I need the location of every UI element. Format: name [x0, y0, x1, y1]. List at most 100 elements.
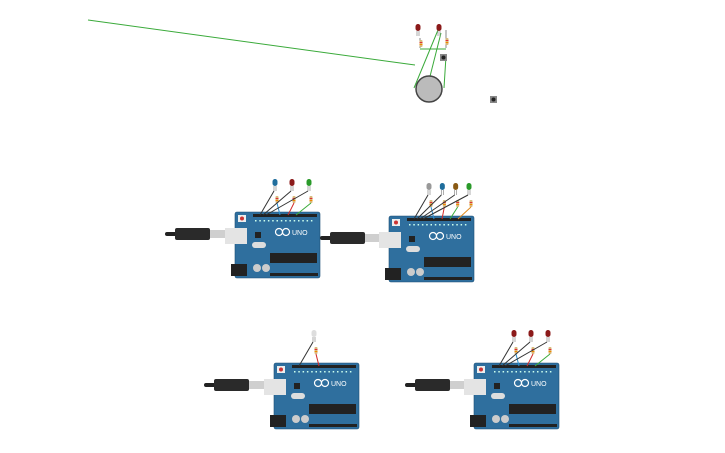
led[interactable]	[436, 24, 442, 36]
resistor[interactable]	[309, 196, 313, 203]
power-header	[424, 277, 472, 280]
resistor-band	[429, 202, 433, 203]
power-jack	[385, 268, 401, 280]
usb-cable[interactable]	[165, 228, 235, 240]
wire[interactable]	[419, 194, 455, 220]
resistor[interactable]	[314, 347, 318, 354]
board-pcb	[473, 362, 560, 430]
led[interactable]	[311, 330, 317, 342]
pin-label	[434, 224, 437, 226]
wire[interactable]	[413, 194, 429, 220]
resistor-band	[514, 351, 518, 352]
pin-label	[545, 371, 548, 373]
pin-label	[315, 371, 317, 373]
resistor[interactable]	[445, 38, 449, 45]
cable	[204, 383, 216, 387]
resistor-body	[314, 347, 318, 354]
resistor[interactable]	[456, 200, 460, 207]
arduino-uno-board[interactable]: UNO	[464, 362, 560, 430]
arduino-logo	[435, 231, 445, 241]
led-body	[289, 179, 295, 186]
resistor[interactable]	[548, 347, 552, 354]
resistor-body	[419, 40, 423, 47]
usb-cable[interactable]	[204, 379, 274, 391]
led[interactable]	[415, 24, 421, 36]
pin-label	[285, 220, 287, 222]
arduino-circuit-4[interactable]: UNO	[405, 330, 560, 430]
pin-label	[280, 220, 283, 222]
led-body	[466, 183, 472, 190]
pushbutton-icon	[491, 97, 496, 102]
usb-cable[interactable]	[320, 232, 389, 244]
pin-label	[549, 371, 552, 373]
resistor-band	[275, 200, 279, 201]
resistor[interactable]	[419, 40, 423, 47]
wire[interactable]	[422, 194, 469, 220]
pin-label	[511, 371, 513, 373]
reset-icon	[240, 216, 244, 221]
led[interactable]	[426, 183, 432, 195]
usb-cable[interactable]	[405, 379, 474, 391]
wire[interactable]	[534, 353, 551, 367]
resistor-band	[419, 44, 423, 45]
wire[interactable]	[501, 341, 531, 367]
resistor-band	[275, 198, 279, 199]
led[interactable]	[511, 330, 517, 342]
wire[interactable]	[526, 353, 534, 367]
power-header	[309, 424, 357, 427]
usb-plug	[415, 379, 450, 391]
chip	[294, 383, 300, 389]
led[interactable]	[453, 183, 459, 195]
led[interactable]	[439, 183, 445, 195]
wire[interactable]	[276, 202, 281, 216]
wire[interactable]	[443, 55, 447, 89]
pin-label	[452, 224, 454, 226]
pin-label	[430, 224, 432, 226]
led[interactable]	[272, 179, 278, 191]
led[interactable]	[528, 330, 534, 342]
arduino-uno-board[interactable]: UNO	[264, 362, 360, 430]
wire[interactable]	[87, 19, 416, 66]
led[interactable]	[289, 179, 295, 191]
resistor[interactable]	[514, 347, 518, 354]
coin-battery[interactable]	[415, 75, 443, 103]
led[interactable]	[545, 330, 551, 342]
resistor[interactable]	[469, 200, 473, 207]
wire[interactable]	[295, 202, 312, 216]
coin-battery-circuit[interactable]	[87, 19, 449, 103]
power-jack	[270, 415, 286, 427]
wire[interactable]	[265, 190, 309, 216]
pin-label	[298, 371, 300, 373]
led[interactable]	[306, 179, 312, 191]
led-body	[426, 183, 432, 190]
reset-icon	[279, 367, 283, 372]
wire[interactable]	[449, 206, 459, 220]
usb-connector	[450, 381, 474, 389]
arduino-circuit-3[interactable]: UNO	[204, 330, 360, 430]
arduino-circuit-2[interactable]: UNO	[320, 183, 475, 283]
arduino-uno-board[interactable]: UNO	[225, 211, 321, 279]
wire[interactable]	[315, 353, 320, 367]
wire[interactable]	[441, 206, 445, 220]
wire[interactable]	[298, 341, 314, 367]
wire[interactable]	[430, 206, 435, 220]
wire[interactable]	[287, 202, 295, 216]
resistor[interactable]	[275, 196, 279, 203]
wire[interactable]	[416, 194, 442, 220]
wire[interactable]	[413, 29, 439, 89]
wire[interactable]	[498, 341, 514, 367]
pin-label	[294, 371, 296, 373]
wire[interactable]	[504, 341, 548, 367]
led[interactable]	[466, 183, 472, 195]
arduino-circuit-1[interactable]: UNO	[165, 179, 321, 279]
wire[interactable]	[262, 190, 292, 216]
digital-header	[492, 365, 556, 368]
pin-label	[267, 220, 270, 222]
wire[interactable]	[457, 206, 472, 220]
led-body	[306, 179, 312, 186]
wire[interactable]	[259, 190, 275, 216]
wire[interactable]	[515, 353, 520, 367]
pin-label	[537, 371, 539, 373]
arduino-uno-board[interactable]: UNO	[379, 215, 475, 283]
